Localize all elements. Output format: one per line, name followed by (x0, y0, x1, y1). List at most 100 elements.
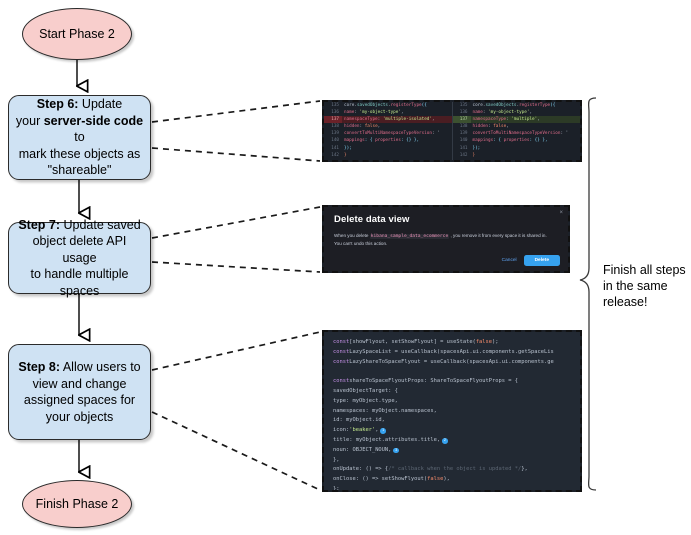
code-text: hidden: false, (472, 124, 509, 130)
code-line: onUpdate: () => { /* callback when the o… (324, 465, 580, 475)
dialog-body-pre: When you delete (334, 233, 370, 238)
code-line: 137 namespaceType: 'multiple-isolated', (324, 116, 452, 124)
code-token: const (333, 348, 350, 355)
node-start-label: Start Phase 2 (39, 27, 115, 41)
code-line: 135 core.savedObjects.registerType({ (324, 102, 452, 109)
callout-share-to-space-flyout-code: const [showFlyout, setShowFlyout] = useS… (322, 330, 582, 492)
code-token: /* callback when the object is updated *… (388, 466, 522, 473)
line-number: 139 (331, 131, 339, 137)
code-token: shareToSpaceFlyoutProps: ShareToSpaceFly… (349, 378, 518, 385)
code-token: ); (492, 339, 499, 345)
code-token: type: myObject.type, (333, 397, 398, 404)
step8-line2: view and change (32, 376, 127, 391)
code-token: namespaces: myObject.namespaces, (333, 407, 437, 414)
code-line: 138 hidden: false, (453, 123, 581, 130)
code-block: const [showFlyout, setShowFlyout] = useS… (324, 332, 580, 490)
cancel-button[interactable]: Cancel (501, 257, 517, 263)
code-token: const (333, 339, 350, 345)
code-token: ), (443, 476, 450, 483)
code-line: }; (324, 485, 580, 490)
code-text: core.savedObjects.registerType({ (344, 103, 427, 108)
code-line: namespaces: myObject.namespaces, (324, 407, 580, 417)
step7-line2: object delete API usage (32, 234, 127, 265)
code-token: onClose: () => setShowFlyout( (333, 476, 428, 483)
grouping-brace (579, 97, 597, 491)
code-token: [showFlyout, setShowFlyout] = useState( (349, 339, 476, 345)
dialog-body-post: , you remove it from every space it is s… (334, 233, 547, 247)
node-step-8[interactable]: Step 8: Allow users to view and change a… (8, 344, 151, 440)
delete-data-view-modal: × Delete data view When you delete kiban… (324, 207, 568, 271)
step8-line4: your objects (45, 409, 114, 424)
code-line: const LazyShareToSpaceFlyout = useCallba… (324, 358, 580, 368)
line-number: 139 (459, 131, 468, 137)
line-number: 135 (459, 103, 468, 108)
code-line: 141}); (324, 145, 452, 152)
code-line: 142} (324, 152, 452, 159)
line-number: 135 (331, 103, 339, 108)
code-token: noun: OBJECT_NOUN, (333, 446, 392, 453)
step6-line2-pre: your (15, 113, 44, 128)
annotation-finish-all-steps: Finish all steps in the same release! (603, 262, 691, 310)
step8-line3: assigned spaces for (23, 393, 136, 407)
dialog-body: When you delete kibana_sample_data_ecomm… (334, 232, 549, 248)
code-token: LazySpaceList = useCallback(spacesApi.ui… (349, 348, 554, 355)
code-line: const [showFlyout, setShowFlyout] = useS… (324, 338, 580, 348)
code-text: }); (472, 145, 481, 151)
line-number: 137 (452, 116, 471, 124)
node-step-6-text: Step 6: Update your server-side code to … (14, 96, 145, 179)
code-line: 136 name: 'my-object-type', (453, 109, 581, 116)
code-line: 137 namespaceType: 'multiple', (452, 116, 580, 124)
callout-number-badge: 3 (393, 447, 400, 454)
line-number: 138 (459, 124, 468, 130)
line-number: 140 (459, 138, 468, 144)
step6-line1: Update (78, 97, 123, 112)
node-step-7-text: Step 7: Update saved object delete API u… (14, 217, 145, 300)
step6-line4: "shareable" (47, 163, 112, 178)
code-text: name: 'my-object-type', (472, 110, 533, 116)
dialog-actions: Cancel Delete (501, 254, 560, 266)
step6-line3: mark these objects as (18, 146, 141, 161)
code-token: title: myObject.attributes.title, (333, 436, 441, 443)
code-line: type: myObject.type, (324, 397, 580, 407)
code-line: const LazySpaceList = useCallback(spaces… (324, 348, 580, 358)
annotation-line-2: in the same (603, 279, 668, 293)
node-start-phase-2[interactable]: Start Phase 2 (22, 8, 132, 60)
line-number: 136 (331, 110, 339, 116)
line-number: 137 (324, 116, 342, 124)
code-line: 139 convertToMultiNamespaceTypeVersion: … (453, 130, 581, 137)
code-line: 135 core.savedObjects.registerType({ (453, 102, 581, 109)
annotation-line-1: Finish all steps (603, 263, 686, 277)
code-line: 140 mappings: { properties: {} }, (324, 137, 452, 144)
line-number: 140 (331, 138, 339, 144)
code-line: 136 name: 'my-object-type', (324, 109, 452, 116)
step8-line1: Allow users to (60, 360, 141, 374)
code-line: 140 mappings: { properties: {} }, (453, 137, 581, 144)
code-text: core.savedObjects.registerType({ (472, 103, 556, 108)
code-text: } (344, 152, 347, 158)
code-text: name: 'my-object-type', (344, 110, 404, 116)
node-step-6[interactable]: Step 6: Update your server-side code to … (8, 95, 151, 180)
node-finish-phase-2[interactable]: Finish Phase 2 (22, 480, 132, 528)
code-text: hidden: false, (344, 124, 381, 130)
delete-button[interactable]: Delete (523, 254, 560, 266)
code-text: convertToMultiNamespaceTypeVersion: ' (344, 131, 440, 137)
code-token: false (475, 339, 493, 345)
code-line: 142} (453, 152, 581, 159)
close-icon[interactable]: × (559, 210, 563, 216)
node-step-7[interactable]: Step 7: Update saved object delete API u… (8, 218, 151, 298)
leader-step7-top (151, 206, 321, 239)
step7-prefix: Step 7: (18, 217, 61, 232)
code-text: mappings: { properties: {} }, (344, 138, 420, 144)
step6-prefix: Step 6: (36, 97, 79, 112)
code-text: namespaceType: 'multiple', (472, 117, 540, 123)
code-line: const shareToSpaceFlyoutProps: ShareToSp… (324, 377, 580, 387)
code-line: title: myObject.attributes.title,2 (324, 436, 580, 446)
code-token: id: myObject.id, (333, 417, 385, 424)
node-step-8-text: Step 8: Allow users to view and change a… (18, 359, 140, 425)
code-line: 138 hidden: false, (324, 123, 452, 130)
annotation-line-3: release! (603, 295, 648, 309)
code-line: noun: OBJECT_NOUN,3 (324, 446, 580, 456)
